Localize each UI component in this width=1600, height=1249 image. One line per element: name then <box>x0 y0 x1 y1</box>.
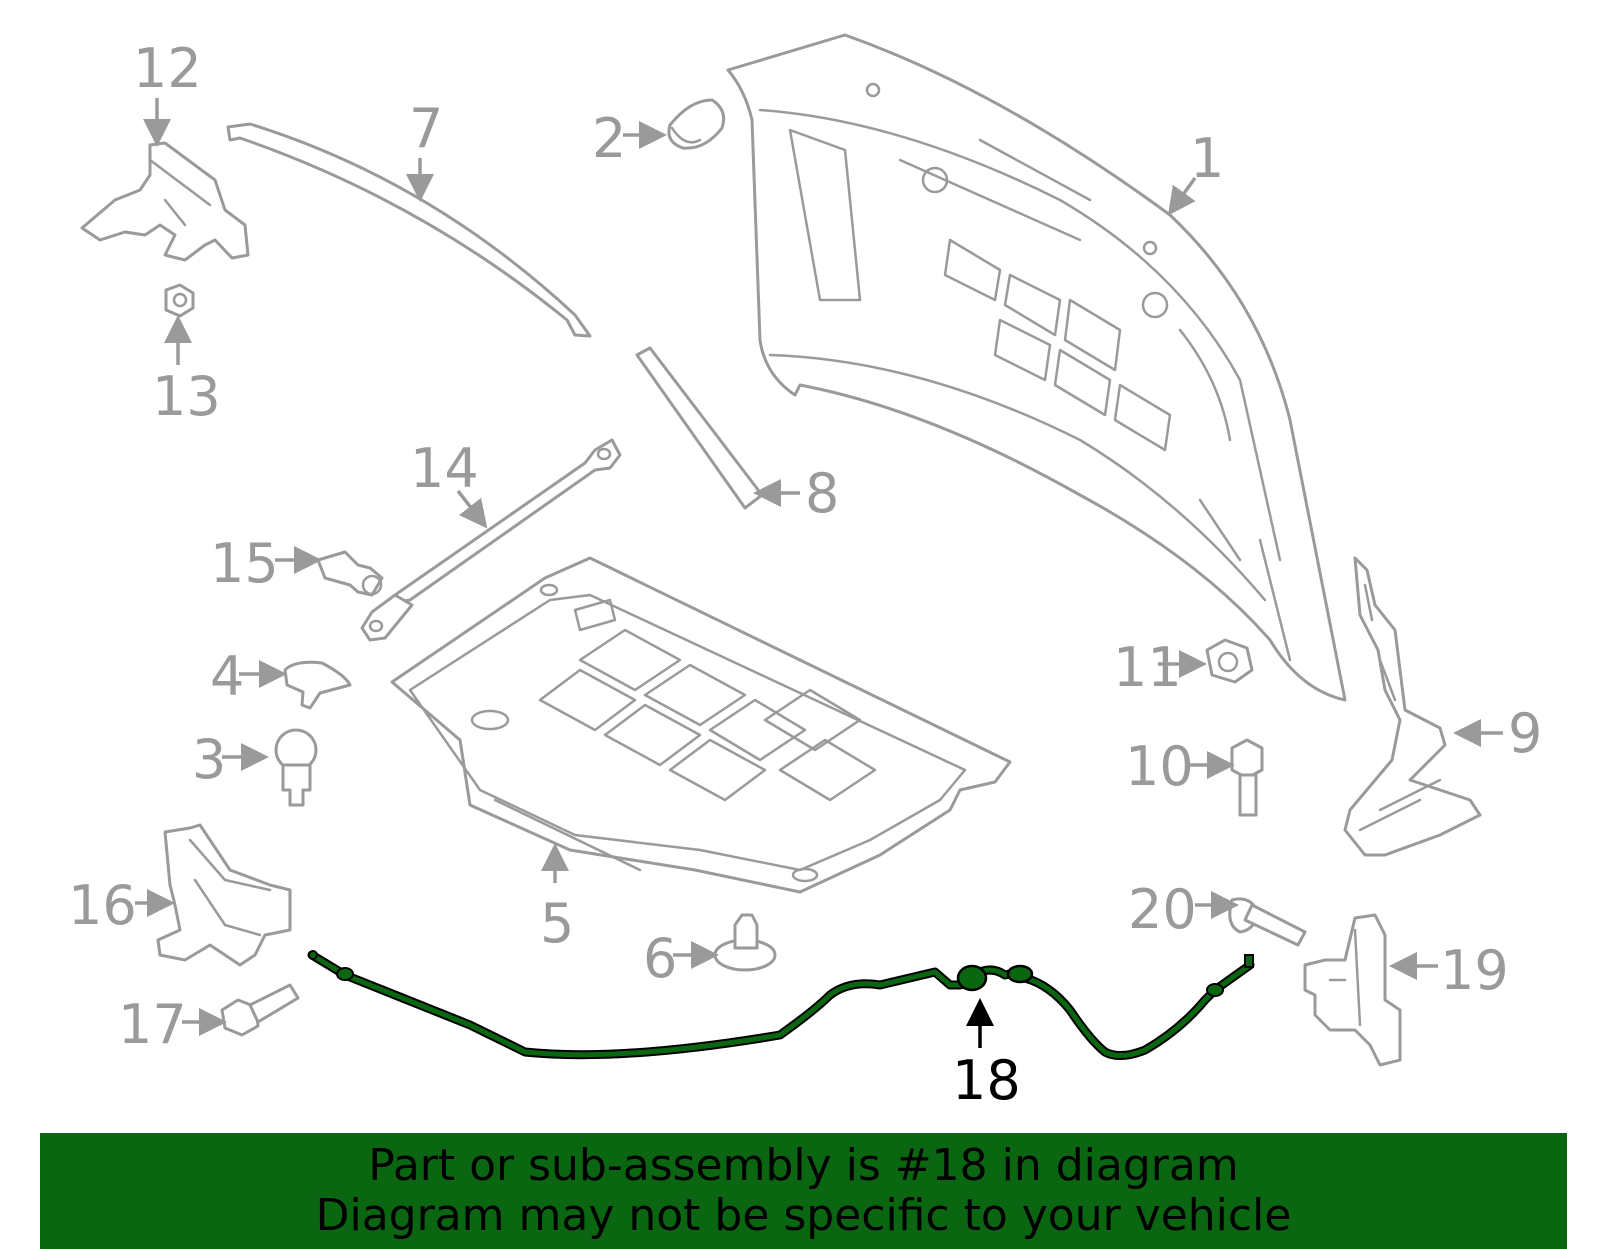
callout-5: 5 <box>540 892 574 955</box>
callout-labels: 1 2 3 4 5 6 7 8 9 10 11 12 13 14 15 16 1… <box>68 37 1542 1112</box>
callout-18: 18 <box>952 1049 1021 1112</box>
part-1-hood[interactable] <box>726 33 1347 702</box>
part-2-bumper[interactable] <box>667 98 726 150</box>
part-5-insulator[interactable] <box>390 556 1012 894</box>
callout-12: 12 <box>133 37 202 100</box>
info-banner: Part or sub-assembly is #18 in diagram D… <box>40 1133 1567 1249</box>
part-18-release-cable[interactable] <box>307 950 1255 1060</box>
part-8-strip[interactable] <box>635 346 764 510</box>
callout-17: 17 <box>118 993 187 1056</box>
part-12-bracket[interactable] <box>80 141 250 262</box>
callout-14: 14 <box>410 437 479 500</box>
callout-1: 1 <box>1190 127 1224 190</box>
part-3-bumper-stop[interactable] <box>274 728 318 807</box>
callout-6: 6 <box>643 927 677 990</box>
callout-13: 13 <box>152 365 221 428</box>
part-19-bracket[interactable] <box>1303 913 1402 1067</box>
callout-8: 8 <box>805 462 839 525</box>
part-20-bolt[interactable] <box>1228 897 1307 947</box>
part-10-bolt[interactable] <box>1230 738 1264 817</box>
part-4-clip[interactable] <box>283 660 352 710</box>
banner-line-1: Part or sub-assembly is #18 in diagram <box>368 1140 1239 1191</box>
part-7-weatherstrip[interactable] <box>226 122 592 338</box>
part-14-strut[interactable] <box>360 438 622 642</box>
callout-16: 16 <box>68 874 137 937</box>
callout-11: 11 <box>1113 636 1182 699</box>
part-9-hinge[interactable] <box>1343 556 1482 857</box>
banner-line-2: Diagram may not be specific to your vehi… <box>315 1190 1292 1241</box>
part-11-nut[interactable] <box>1205 638 1254 684</box>
callout-19: 19 <box>1440 939 1509 1002</box>
callout-2: 2 <box>592 107 626 170</box>
callout-3: 3 <box>192 728 226 791</box>
callout-10: 10 <box>1125 735 1194 798</box>
part-13-nut[interactable] <box>164 283 195 318</box>
callout-4: 4 <box>210 645 244 708</box>
part-6-push-pin[interactable] <box>713 913 777 972</box>
part-15-pin[interactable] <box>316 550 384 597</box>
part-17-bolt[interactable] <box>220 983 300 1037</box>
callout-15: 15 <box>210 532 279 595</box>
callout-7: 7 <box>409 97 443 160</box>
part-16-latch[interactable] <box>156 823 292 967</box>
callout-9: 9 <box>1508 702 1542 765</box>
callout-20: 20 <box>1128 878 1197 941</box>
leader-lines <box>135 98 1503 1048</box>
